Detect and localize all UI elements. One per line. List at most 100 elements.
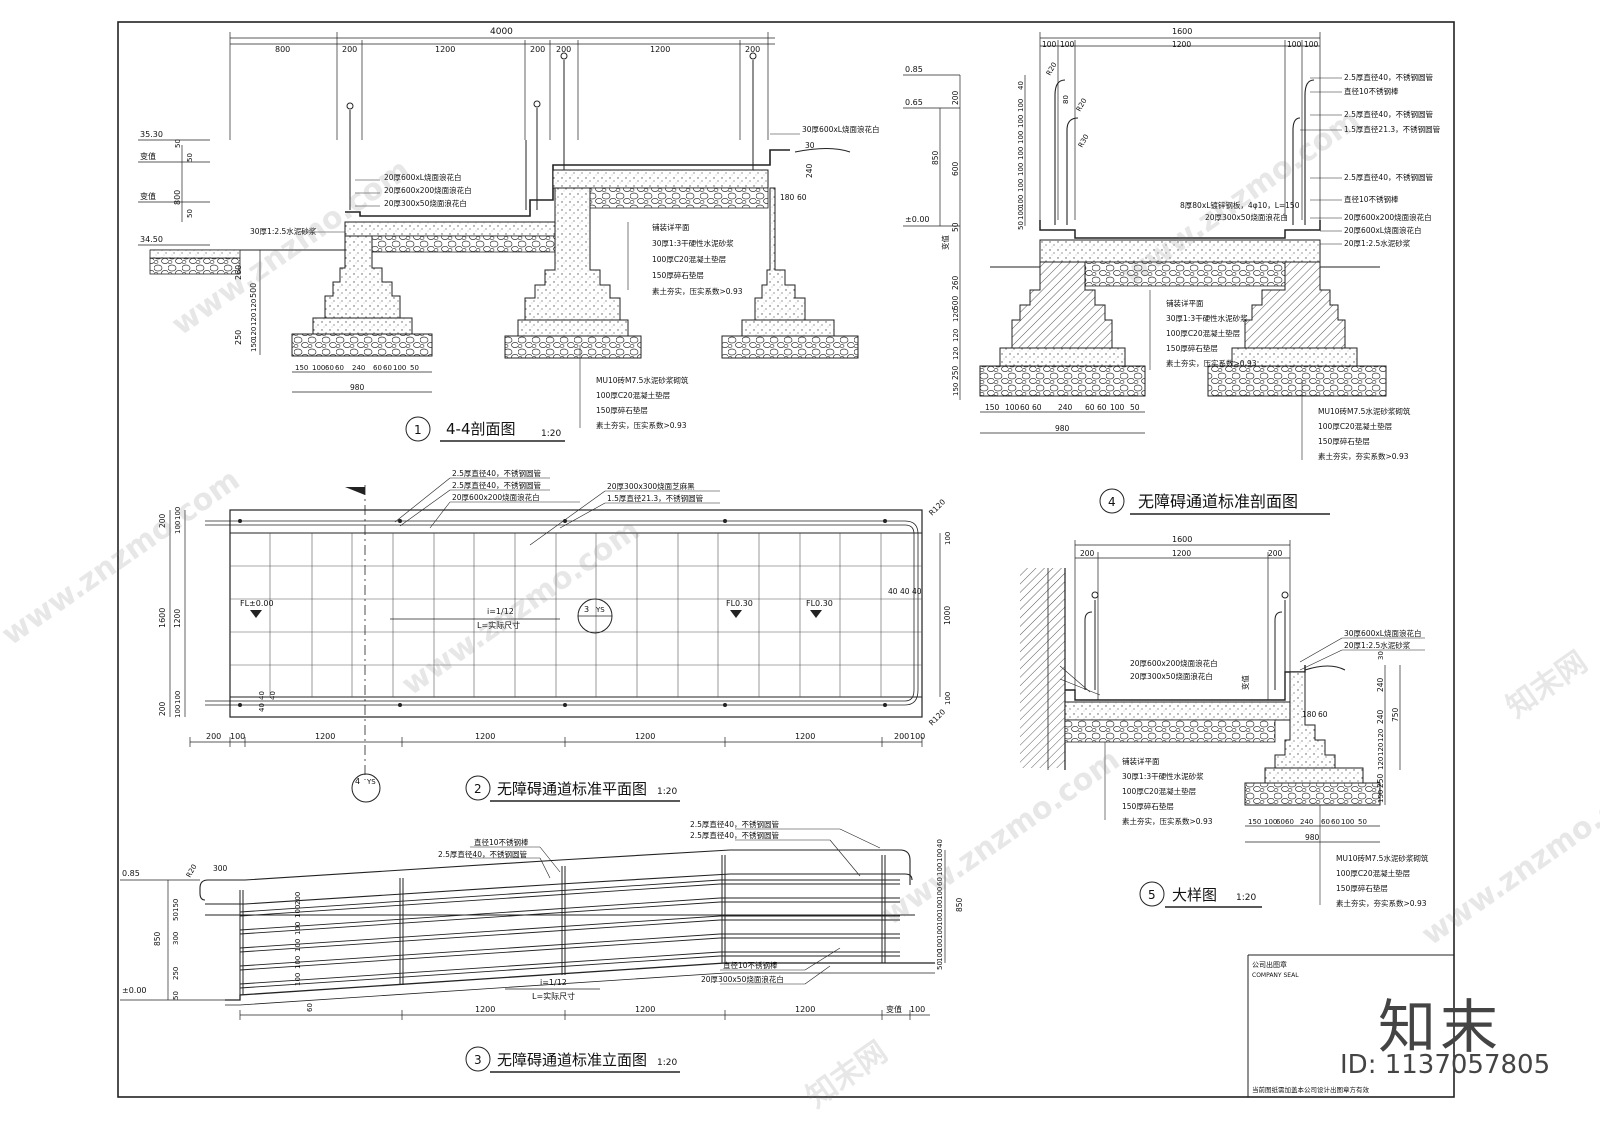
brand-logo: 知末: [1378, 993, 1503, 1061]
var-label: 变值: [1240, 675, 1250, 690]
dim: 200: [745, 45, 760, 54]
note: 2.5厚直径40，不锈钢圆管: [1344, 109, 1433, 119]
dim: 50: [174, 139, 182, 148]
dim: 100: [936, 887, 944, 900]
dim: 260: [951, 275, 960, 290]
dim: 100: [936, 926, 944, 939]
dim: 850: [955, 897, 964, 912]
note: 20厚300x50烧面浪花白: [384, 198, 467, 208]
dim: 120: [250, 299, 258, 312]
dim: 100: [910, 1005, 925, 1014]
dim: 100: [1304, 40, 1319, 49]
note: 素土夯实，压实系数>0.93: [596, 420, 687, 430]
note: 20厚600x200烧面浪花白: [452, 492, 540, 502]
dim: 1200: [650, 45, 670, 54]
note: 100厚C20混凝土垫层: [1122, 786, 1197, 796]
note: 素土夯实，夯实系数>0.93: [1336, 898, 1427, 908]
note: 20厚600xL烧面浪花白: [1344, 225, 1421, 235]
dim: 120: [250, 313, 258, 326]
note: 2.5厚直径40，不锈钢圆管: [1344, 172, 1433, 182]
note: 1.5厚直径21.3，不锈钢圆管: [1344, 124, 1441, 134]
dim: 1200: [1172, 40, 1191, 49]
dim: 850: [931, 150, 940, 165]
dim: 120: [1377, 743, 1385, 756]
dim: 200: [206, 732, 221, 741]
dim: 40: [1017, 81, 1025, 90]
drawing-scale: 1:20: [657, 787, 677, 797]
dim: 250: [951, 365, 960, 380]
dim: 100: [936, 863, 944, 876]
dim: 100: [936, 849, 944, 862]
dim: 100: [174, 705, 182, 718]
dim: 100: [1017, 99, 1025, 112]
drawing-number: 1: [414, 423, 422, 437]
dim: 100: [1042, 40, 1057, 49]
dim: 100: [294, 905, 302, 918]
section-3-elevation: 0.85 ±0.00 R20 300 150 50 300 250 50 850…: [120, 819, 964, 1073]
dim: R120: [927, 707, 947, 727]
dim: 1600: [158, 608, 167, 628]
dim: 100: [944, 692, 952, 705]
dim: 50: [186, 153, 194, 162]
dim: 150: [985, 403, 1000, 412]
dim: 1200: [315, 732, 335, 741]
dim: 200: [530, 45, 545, 54]
dim: 1200: [1172, 549, 1191, 558]
dim: 1200: [173, 609, 182, 628]
drawing-title: 4-4剖面图: [446, 420, 516, 438]
dim: 250: [234, 330, 243, 345]
level: 35.30: [140, 130, 163, 139]
dim: 100: [936, 939, 944, 952]
note: 2.5厚直径40，不锈钢圆管: [1344, 72, 1433, 82]
dim: 200: [1080, 549, 1095, 558]
note: 20厚300x50烧面浪花白: [701, 974, 784, 984]
note: 2.5厚直径40，不锈钢圆管: [452, 468, 541, 478]
section-4: 1600 100 100 1200 100 100: [903, 27, 1441, 515]
rail-label: 80: [1062, 95, 1070, 104]
level: 变值: [140, 191, 156, 201]
dim: 200: [556, 45, 571, 54]
note: 1.5厚直径21.3，不锈钢圆管: [607, 493, 704, 503]
dim: 800: [173, 190, 182, 205]
dim: 40: [936, 839, 944, 848]
dim: 50: [410, 364, 419, 372]
level: 0.85: [122, 869, 140, 878]
dim: 60: [325, 364, 334, 372]
note: 150厚碎石垫层: [1122, 801, 1174, 811]
dim-total: 4000: [490, 27, 513, 37]
dim: 40: [912, 587, 922, 596]
note: 素土夯实，夯实系数>0.93: [1318, 451, 1409, 461]
callout-ys: YS: [366, 778, 376, 786]
level: FL0.30: [806, 599, 833, 608]
dim: 变值: [886, 1004, 902, 1014]
level: ±0.00: [905, 215, 930, 224]
dim: 50: [1358, 818, 1367, 826]
rail-label: R20: [1075, 97, 1089, 113]
dim: 100: [1017, 131, 1025, 144]
dim: 50: [172, 912, 180, 921]
dim: 200: [158, 701, 167, 716]
dim: 240: [352, 364, 365, 372]
dim: 800: [275, 45, 290, 54]
slope: i=1/12: [487, 607, 514, 616]
note: 30厚1:3干硬性水泥砂浆: [652, 238, 734, 248]
dim: 1200: [475, 732, 495, 741]
note: MU10砖M7.5水泥砂浆砌筑: [1318, 406, 1411, 416]
dim: 150: [1248, 818, 1261, 826]
dim: 60: [1020, 403, 1030, 412]
dim: 100: [936, 913, 944, 926]
dim: 150: [295, 364, 308, 372]
dim: 250: [1376, 773, 1385, 788]
note: 100厚C20混凝土垫层: [652, 254, 727, 264]
drawing-number: 2: [474, 782, 482, 796]
note: 150厚碎石垫层: [596, 405, 648, 415]
section-2-plan: FL±0.00 FL0.30 FL0.30 i=1/12 L=实际尺寸 3 YS…: [158, 468, 952, 803]
dim: 240: [805, 163, 814, 178]
dim: 150: [250, 339, 258, 352]
note: 20厚300x50烧面浪花白: [1205, 212, 1288, 222]
slope: i=1/12: [540, 978, 567, 987]
dim: 60: [1321, 818, 1330, 826]
note: 8厚80xL镀锌钢板，4φ10，L=150: [1180, 200, 1300, 210]
section-5-detail: 1600 200 1200 200: [1020, 535, 1429, 908]
note: 2.5厚直径40，不锈钢圆管: [452, 480, 541, 490]
